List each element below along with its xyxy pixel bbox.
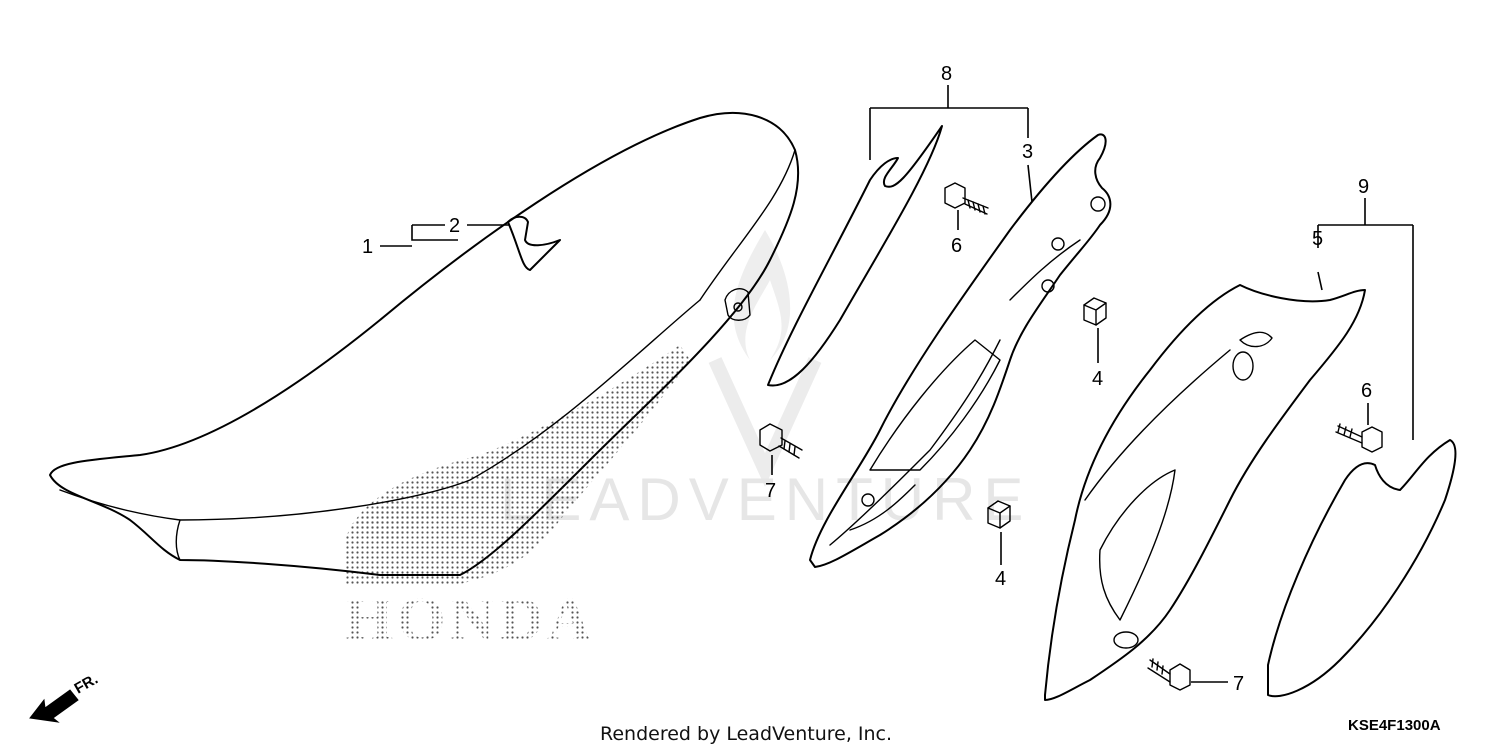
leader-lines: [380, 85, 1414, 683]
bolt-part-7-left: [759, 423, 803, 459]
nut-part-4-lower: [987, 500, 1011, 529]
seat-strap-part-2: [507, 215, 561, 271]
honda-wing-logo: HONDA: [345, 345, 690, 654]
callout-4-lower: 4: [995, 568, 1006, 590]
seat-part-1: [49, 111, 800, 576]
callout-8: 8: [941, 63, 952, 85]
flame-watermark-icon: [733, 230, 791, 360]
decal-part-9: [1267, 439, 1457, 698]
callout-7-left: 7: [765, 480, 776, 502]
bolt-part-7-right: [1147, 658, 1191, 691]
callout-7-right: 7: [1233, 673, 1244, 695]
side-cover-part-3: [809, 133, 1112, 568]
diagram-code: KSE4F1300A: [1348, 717, 1441, 734]
front-direction-arrow-icon: [29, 689, 79, 723]
callout-6-lower: 6: [1361, 380, 1372, 402]
decal-part-8: [767, 125, 943, 387]
callout-9: 9: [1358, 176, 1369, 198]
callout-6-upper: 6: [951, 235, 962, 257]
front-direction-label: FR.: [72, 671, 101, 698]
callout-4-upper: 4: [1092, 368, 1103, 390]
front-direction-indicator: FR.: [29, 671, 101, 723]
nut-part-4-upper: [1083, 297, 1107, 326]
rendered-by-credit: Rendered by LeadVenture, Inc.: [600, 723, 892, 745]
callout-3: 3: [1022, 141, 1033, 163]
callout-2: 2: [449, 215, 460, 237]
callout-1: 1: [362, 236, 373, 258]
callouts: 1 2 8 3 6 4 7 4 9 5 6 7: [362, 63, 1372, 695]
brand-text: HONDA: [345, 586, 596, 654]
bolt-part-6-lower: [1335, 423, 1383, 453]
side-cover-part-5: [1044, 284, 1366, 701]
bolt-part-6-upper: [944, 182, 989, 215]
callout-5: 5: [1312, 228, 1323, 250]
